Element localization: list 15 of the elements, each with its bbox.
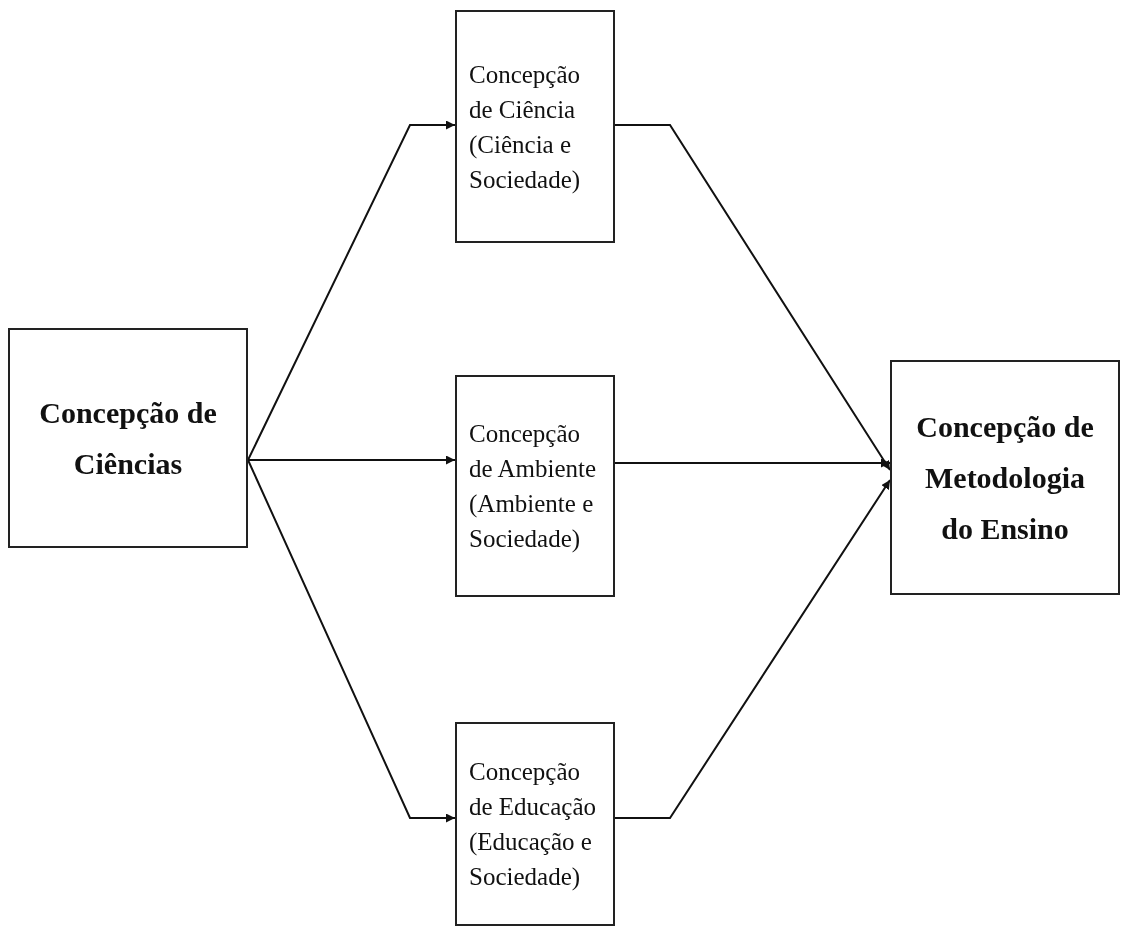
concept-box <box>455 375 615 597</box>
arrow <box>247 455 456 465</box>
box-label: Concepção de Educação (Educação e Sociedade) <box>469 757 597 892</box>
concept-box <box>8 328 248 548</box>
box-label: Concepção de Ambiente (Ambiente e Sociedade) <box>469 419 598 554</box>
concept-box <box>890 360 1120 595</box>
box-label: Concepção de Metodologia do Ensino <box>915 409 1095 547</box>
arrow <box>247 120 456 461</box>
arrow <box>614 124 891 471</box>
arrow <box>614 479 891 819</box>
arrow <box>247 459 456 823</box>
box-label: Concepção de Ciências <box>38 395 218 482</box>
box-label: Concepção de Ciência (Ciência e Sociedade) <box>469 59 582 195</box>
concept-box <box>455 10 615 243</box>
concept-box <box>455 722 615 926</box>
